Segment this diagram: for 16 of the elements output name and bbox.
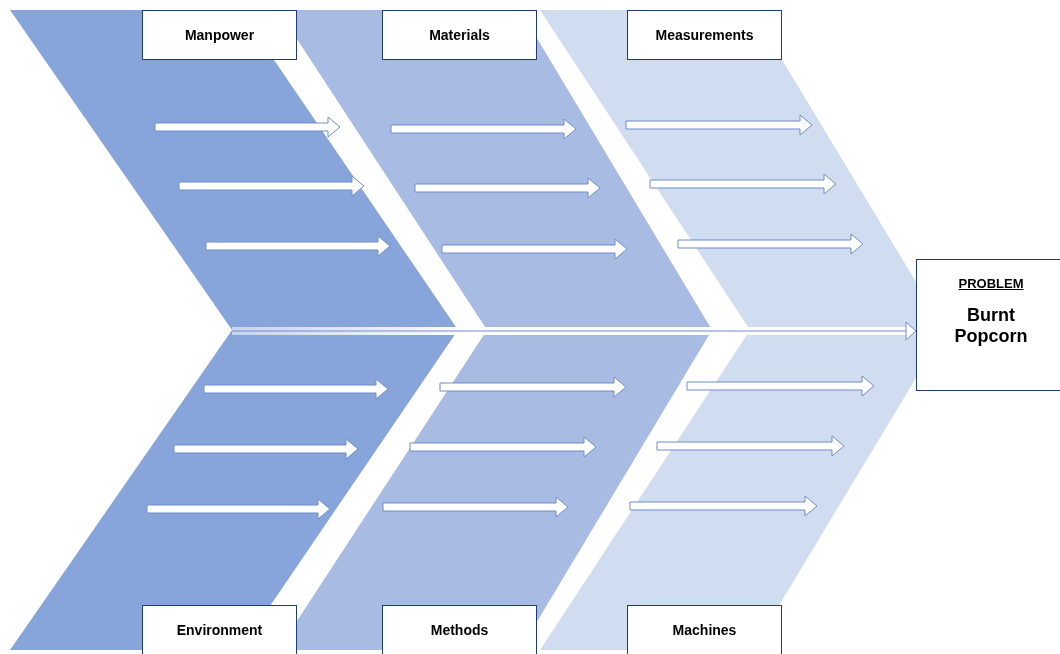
category-label: Materials [429, 27, 490, 43]
category-label: Environment [176, 622, 263, 638]
problem-box [916, 259, 1060, 391]
spine-arrow [231, 321, 917, 341]
category-label: Methods [430, 622, 489, 638]
category-box [382, 10, 537, 60]
category-box [382, 605, 537, 654]
problem-text: Burnt Popcorn [953, 305, 1029, 347]
problem-heading: PROBLEM [958, 276, 1024, 291]
category-label: Manpower [184, 27, 255, 43]
category-box [142, 10, 297, 60]
category-box [627, 605, 782, 654]
category-box [627, 10, 782, 60]
category-box [142, 605, 297, 654]
category-label: Measurements [655, 27, 754, 43]
category-label: Machines [672, 622, 737, 638]
